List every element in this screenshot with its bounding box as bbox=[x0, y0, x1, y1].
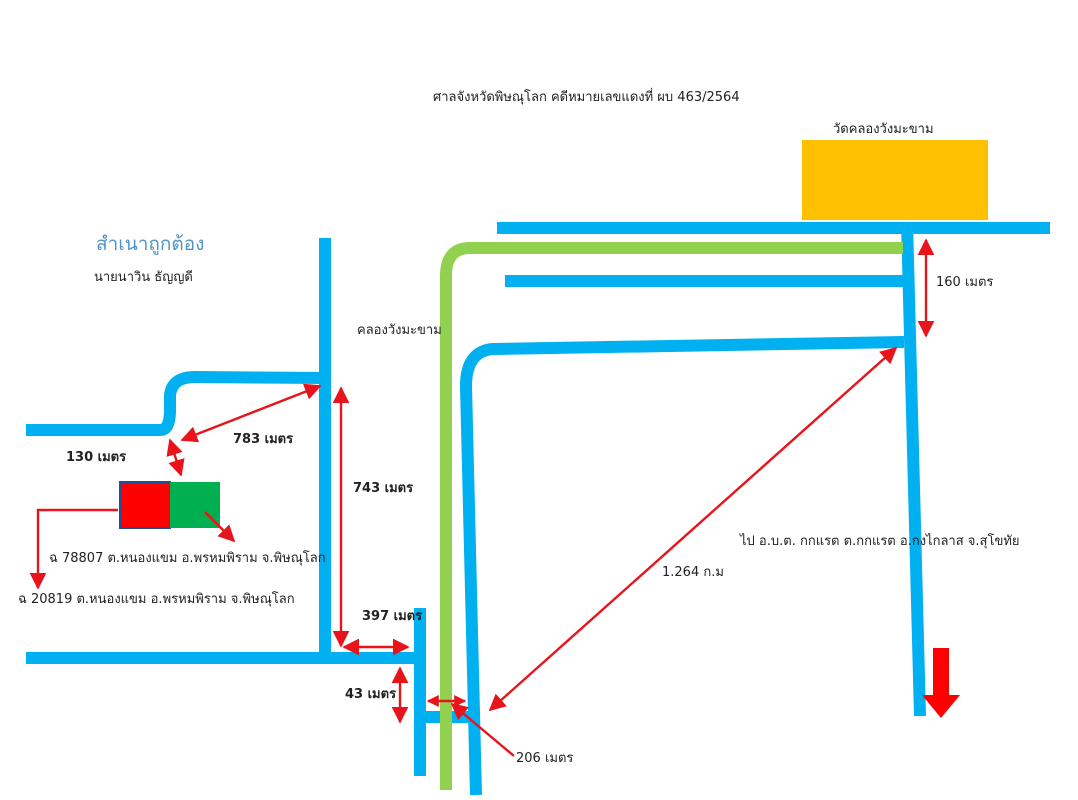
court-title: ศาลจังหวัดพิษณุโลก คดีหมายเลขแดงที่ ผบ 4… bbox=[433, 88, 740, 105]
plot-red bbox=[119, 481, 171, 529]
direction-down-arrow-icon bbox=[922, 648, 960, 718]
distance-743: 743 เมตร bbox=[353, 481, 413, 496]
canal bbox=[440, 242, 903, 790]
distance-43: 43 เมตร bbox=[345, 687, 396, 702]
deed-1-label: ฉ 78807 ต.หนองแขม อ.พรหมพิราม จ.พิษณุโลก bbox=[49, 550, 326, 566]
arrow-783 bbox=[180, 383, 322, 443]
destination-label: ไป อ.บ.ต. กกแรต ต.กกแรต อ.กงไกลาส จ.สุโข… bbox=[739, 533, 1020, 549]
arrow-206-pointer bbox=[450, 702, 515, 757]
arrow-130 bbox=[166, 438, 185, 477]
deed-2-label: ฉ 20819 ต.หนองแขม อ.พรหมพิราม จ.พิษณุโลก bbox=[18, 591, 295, 607]
road-upper-left bbox=[26, 371, 326, 436]
arrow-1264 bbox=[488, 346, 898, 712]
arrow-deed-1 bbox=[204, 511, 236, 543]
temple-block bbox=[802, 140, 988, 220]
temple-label: วัดคลองวังมะขาม bbox=[833, 122, 934, 137]
canal-label: คลองวังมะขาม bbox=[357, 323, 442, 338]
stamp-name: นายนาวิน ธัญญดี bbox=[94, 269, 193, 285]
distance-160: 160 เมตร bbox=[936, 275, 993, 290]
distance-130: 130 เมตร bbox=[66, 450, 126, 465]
distance-397: 397 เมตร bbox=[362, 609, 422, 624]
distance-783: 783 เมตร bbox=[233, 432, 293, 447]
road-right-vertical bbox=[901, 221, 926, 717]
stamp-heading: สำเนาถูกต้อง bbox=[96, 233, 204, 255]
distance-1264: 1.264 ก.ม bbox=[662, 565, 724, 580]
arrow-deed-2 bbox=[29, 508, 118, 590]
distance-206: 206 เมตร bbox=[516, 751, 573, 766]
